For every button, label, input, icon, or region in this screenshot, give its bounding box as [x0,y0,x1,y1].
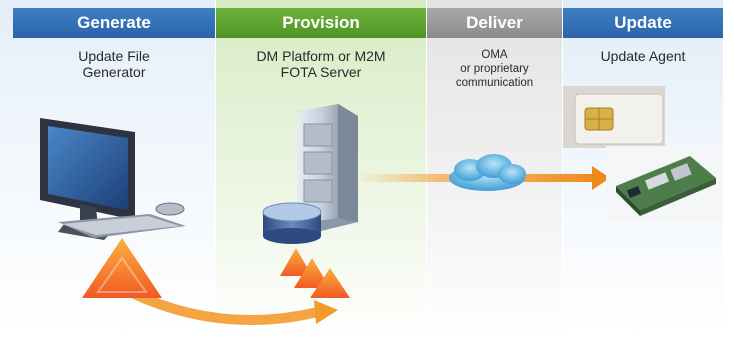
circuit-board-icon [606,146,722,220]
generate-subtitle: Update File Generator [13,48,215,80]
provision-subtitle-line: FOTA Server [280,64,362,80]
generate-header: Generate [13,8,215,38]
update-file-icon [82,238,162,298]
update-header: Update [563,8,723,38]
deliver-subtitle-line: or proprietary [460,63,529,75]
generate-to-provision-arrow [125,287,338,325]
sim-card-icon [563,86,665,148]
provision-subtitle-line: DM Platform or M2M [256,48,386,64]
firmware-packages-icon [280,248,350,298]
deliver-subtitle: OMA or proprietary communication [427,48,562,90]
generate-subtitle-line: Update File [78,48,150,64]
server-with-database-icon [262,104,358,244]
desktop-computer-icon [40,118,186,240]
provision-header: Provision [216,8,426,38]
update-subtitle-line: Update Agent [600,48,686,64]
deliver-subtitle-line: communication [455,77,534,89]
deliver-subtitle-line: OMA [481,49,508,61]
provision-subtitle: DM Platform or M2M FOTA Server [216,48,426,80]
cloud-icon [449,154,526,191]
update-subtitle: Update Agent [563,48,723,64]
generate-subtitle-line: Generator [82,64,146,80]
deliver-header: Deliver [427,8,562,38]
